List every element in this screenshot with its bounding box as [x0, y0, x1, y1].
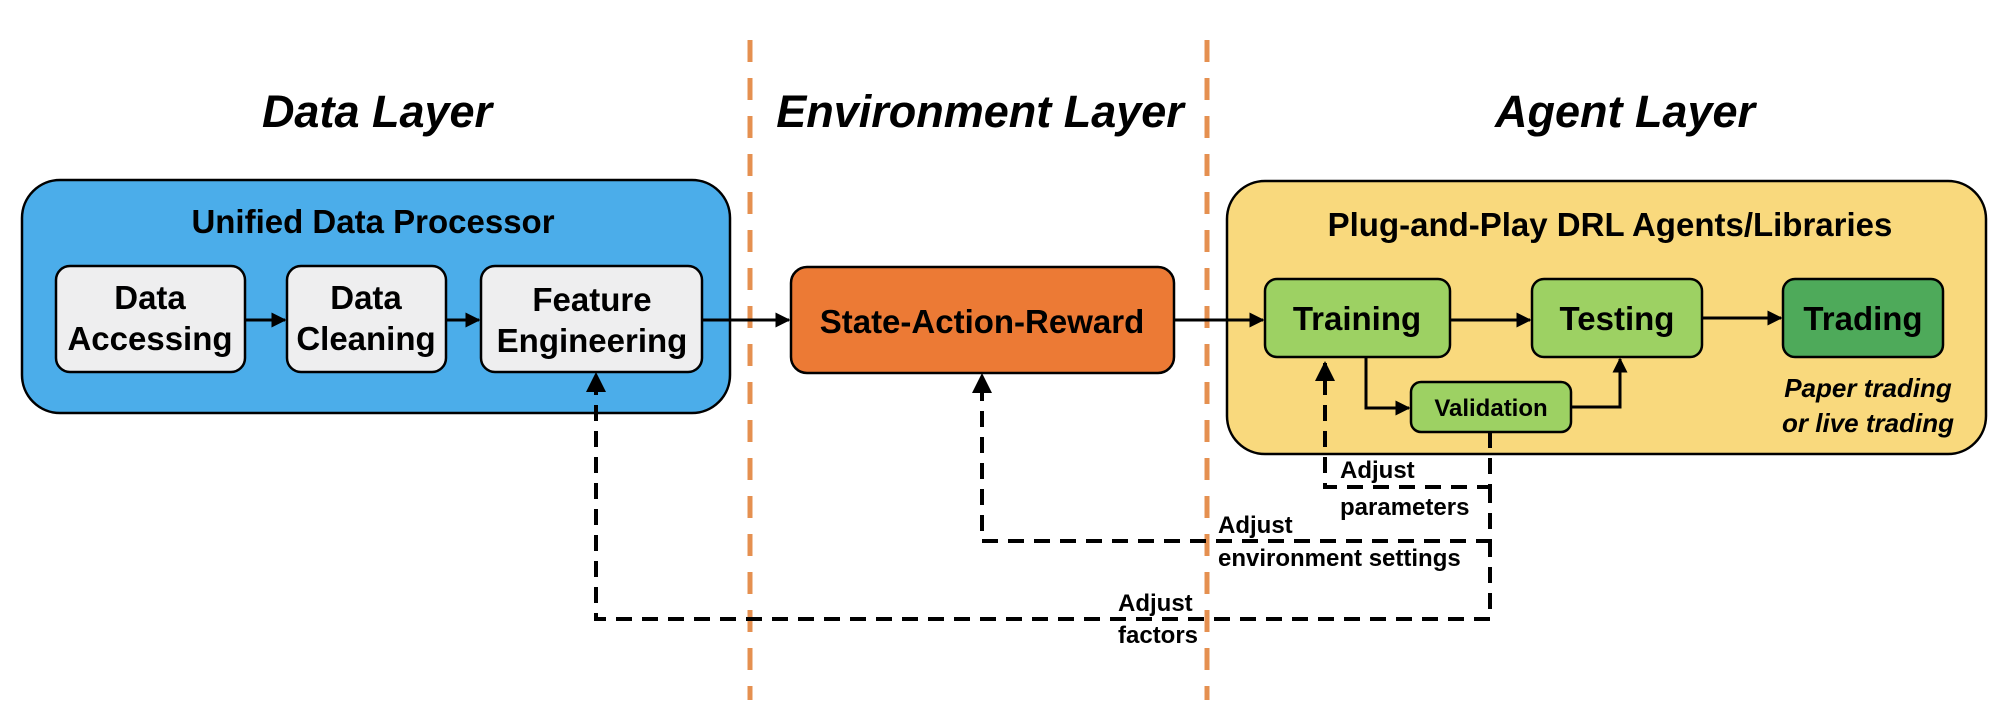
validation-label: Validation	[1434, 395, 1547, 422]
training-box	[1263, 277, 1452, 359]
data-accessing-label-2: Accessing	[67, 320, 232, 357]
feature-engineering-label-2: Engineering	[497, 322, 688, 359]
feature-engineering-label-1: Feature	[532, 281, 651, 318]
training-label: Training	[1293, 300, 1421, 337]
agent-layer-title: Agent Layer	[1494, 86, 1758, 137]
state-action-reward-label: State-Action-Reward	[820, 303, 1145, 340]
feedback-adjust-factors	[586, 372, 1492, 621]
adjust-factors-label-2: factors	[1118, 622, 1198, 649]
testing-label: Testing	[1560, 300, 1675, 337]
adjust-factors-label-1: Adjust	[1118, 590, 1193, 617]
adjust-environment-label-2: environment settings	[1218, 545, 1461, 572]
feedback-adjust-parameters	[1315, 361, 1492, 489]
trading-label: Trading	[1803, 300, 1922, 337]
adjust-environment-label-1: Adjust	[1218, 512, 1293, 539]
arrow-training-to-validation	[1364, 357, 1411, 416]
data-layer-title: Data Layer	[262, 86, 495, 137]
environment-layer-title: Environment Layer	[776, 86, 1186, 137]
data-cleaning-label-2: Cleaning	[296, 320, 435, 357]
trading-note-line-1: Paper trading	[1784, 373, 1952, 403]
drl-agents-title: Plug-and-Play DRL Agents/Libraries	[1328, 206, 1893, 243]
arrow-validation-to-testing	[1571, 357, 1628, 409]
adjust-parameters-label-2: parameters	[1340, 494, 1469, 521]
trading-note-line-2: or live trading	[1782, 408, 1954, 438]
unified-data-processor-title: Unified Data Processor	[191, 203, 554, 240]
trading-box	[1781, 277, 1945, 359]
adjust-parameters-label-1: Adjust	[1340, 457, 1415, 484]
data-accessing-label-1: Data	[114, 279, 186, 316]
feedback-adjust-environment	[972, 373, 1492, 543]
data-cleaning-label-1: Data	[330, 279, 402, 316]
